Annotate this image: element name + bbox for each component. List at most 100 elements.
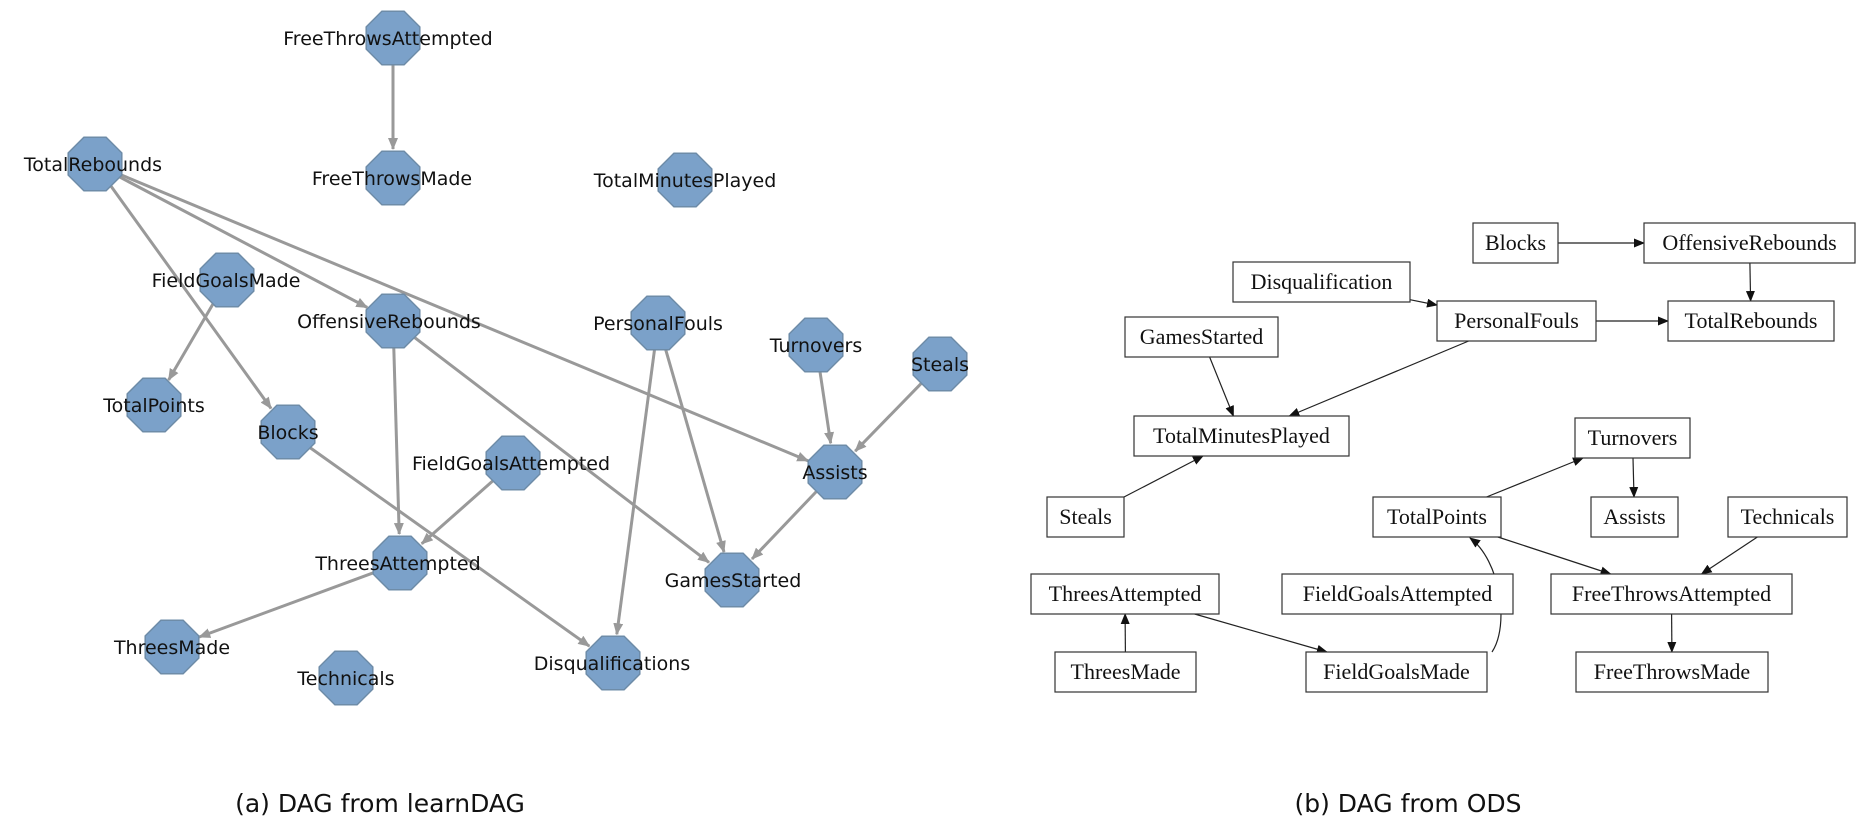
octagon-icon xyxy=(67,136,123,192)
node-a-free-throws-attempted[interactable]: FreeThrowsAttempted xyxy=(283,10,493,66)
edge-b-disqualification-to-personal-fouls xyxy=(1409,298,1438,308)
node-b-field-goals-made[interactable]: FieldGoalsMade xyxy=(1305,651,1488,693)
octagon-icon xyxy=(144,619,200,675)
node-b-total-minutes-played[interactable]: TotalMinutesPlayed xyxy=(1133,415,1350,457)
edge-b-steals-to-total-minutes-played xyxy=(1123,455,1204,498)
node-b-label: ThreesAttempted xyxy=(1049,581,1202,606)
node-b-total-rebounds[interactable]: TotalRebounds xyxy=(1667,300,1835,342)
node-a-label: OffensiveRebounds xyxy=(297,311,481,333)
edge-a-blocks-to-disqualifications xyxy=(309,446,591,648)
rectangle-icon xyxy=(1727,496,1848,538)
node-a-technicals[interactable]: Technicals xyxy=(296,650,395,706)
node-a-label: Turnovers xyxy=(769,335,863,357)
node-a-free-throws-made[interactable]: FreeThrowsMade xyxy=(312,150,472,206)
octagon-icon xyxy=(657,152,713,208)
rectangle-icon xyxy=(1372,496,1502,538)
octagon-icon xyxy=(260,404,316,460)
node-a-total-rebounds[interactable]: TotalRebounds xyxy=(23,136,162,192)
node-a-label: FieldGoalsMade xyxy=(152,270,301,292)
node-b-label: TotalPoints xyxy=(1387,504,1487,529)
octagon-icon xyxy=(585,635,641,691)
node-b-turnovers[interactable]: Turnovers xyxy=(1574,417,1691,459)
node-b-personal-fouls[interactable]: PersonalFouls xyxy=(1436,300,1597,342)
edge-a-turnovers-to-assists xyxy=(818,371,835,445)
rectangle-icon xyxy=(1575,651,1769,693)
edge-a-field-goals-made-to-total-points xyxy=(167,302,215,381)
edge-a-total-rebounds-to-assists xyxy=(119,173,810,463)
node-a-label: Steals xyxy=(911,354,969,376)
node-a-total-minutes-played[interactable]: TotalMinutesPlayed xyxy=(593,152,777,208)
octagon-icon xyxy=(788,317,844,373)
rectangle-icon xyxy=(1472,222,1559,264)
node-a-blocks[interactable]: Blocks xyxy=(257,404,319,460)
node-b-disqualification[interactable]: Disqualification xyxy=(1232,261,1411,303)
rectangle-icon xyxy=(1550,573,1793,615)
edge-b-offensive-rebounds-to-total-rebounds xyxy=(1745,262,1755,302)
panel-b-ods: Blocks OffensiveReboundsDisqualificationP… xyxy=(1030,222,1856,818)
node-b-label: FieldGoalsAttempted xyxy=(1303,581,1492,606)
node-a-turnovers[interactable]: Turnovers xyxy=(769,317,863,373)
edge-b-personal-fouls-to-total-minutes-played xyxy=(1288,340,1469,417)
node-a-label: Disqualifications xyxy=(534,653,690,675)
node-a-steals[interactable]: Steals xyxy=(911,336,969,392)
node-b-label: ThreesMade xyxy=(1071,659,1181,684)
rectangle-icon xyxy=(1574,417,1691,459)
node-a-label: FieldGoalsAttempted xyxy=(412,453,610,475)
edge-a-personal-fouls-to-games-started xyxy=(664,348,726,554)
panel-b-edges xyxy=(1120,238,1758,654)
node-b-steals[interactable]: Steals xyxy=(1046,496,1125,538)
rectangle-icon xyxy=(1281,573,1514,615)
node-a-label: ThreesMade xyxy=(113,637,230,659)
octagon-icon xyxy=(807,444,863,500)
node-a-field-goals-made[interactable]: FieldGoalsMade xyxy=(152,252,301,308)
node-b-label: FieldGoalsMade xyxy=(1323,659,1470,684)
node-b-free-throws-made[interactable]: FreeThrowsMade xyxy=(1575,651,1769,693)
node-b-label: TotalRebounds xyxy=(1685,308,1818,333)
node-a-assists[interactable]: Assists xyxy=(802,444,868,500)
rectangle-icon xyxy=(1667,300,1835,342)
node-a-personal-fouls[interactable]: PersonalFouls xyxy=(593,295,723,351)
edge-b-technicals-to-free-throws-attempted xyxy=(1700,536,1758,575)
edge-a-threes-attempted-to-threes-made xyxy=(198,570,376,639)
node-a-field-goals-attempted[interactable]: FieldGoalsAttempted xyxy=(412,435,610,491)
edge-a-offensive-rebounds-to-games-started xyxy=(413,336,710,564)
rectangle-icon xyxy=(1643,222,1856,264)
node-b-threes-made[interactable]: ThreesMade xyxy=(1054,651,1197,693)
node-b-field-goals-attempted[interactable]: FieldGoalsAttempted xyxy=(1281,573,1514,615)
node-a-label: GamesStarted xyxy=(665,570,802,592)
node-b-threes-attempted[interactable]: ThreesAttempted xyxy=(1030,573,1220,615)
edge-a-steals-to-assists xyxy=(854,382,923,453)
octagon-icon xyxy=(318,650,374,706)
node-a-label: Blocks xyxy=(257,422,318,444)
rectangle-icon xyxy=(1030,573,1220,615)
node-b-label: Blocks xyxy=(1485,230,1546,255)
edge-b-games-started-to-total-minutes-played xyxy=(1209,356,1234,417)
node-b-label: Disqualification xyxy=(1251,269,1393,294)
node-b-total-points[interactable]: TotalPoints xyxy=(1372,496,1502,538)
node-a-label: Technicals xyxy=(296,668,394,690)
node-b-free-throws-attempted[interactable]: FreeThrowsAttempted xyxy=(1550,573,1793,615)
panel-a-edges xyxy=(109,65,923,648)
node-a-threes-made[interactable]: ThreesMade xyxy=(113,619,230,675)
node-a-label: FreeThrowsMade xyxy=(312,168,472,190)
node-b-technicals[interactable]: Technicals xyxy=(1727,496,1848,538)
node-a-disqualifications[interactable]: Disqualifications xyxy=(534,635,690,691)
edge-b-threes-attempted-to-field-goals-made xyxy=(1194,613,1328,654)
node-b-assists[interactable]: Assists xyxy=(1590,496,1679,538)
node-b-games-started[interactable]: GamesStarted xyxy=(1124,316,1279,358)
edge-a-total-rebounds-to-offensive-rebounds xyxy=(118,175,369,309)
edge-a-personal-fouls-to-disqualifications xyxy=(613,349,656,636)
node-a-total-points[interactable]: TotalPoints xyxy=(102,377,205,433)
node-a-offensive-rebounds[interactable]: OffensiveRebounds xyxy=(297,293,481,349)
octagon-icon xyxy=(485,435,541,491)
octagon-icon xyxy=(704,552,760,608)
node-a-games-started[interactable]: GamesStarted xyxy=(665,552,802,608)
node-b-offensive-rebounds[interactable]: OffensiveRebounds xyxy=(1643,222,1856,264)
node-b-label: TotalMinutesPlayed xyxy=(1153,423,1330,448)
node-b-blocks[interactable]: Blocks xyxy=(1472,222,1559,264)
octagon-icon xyxy=(365,150,421,206)
node-a-threes-attempted[interactable]: ThreesAttempted xyxy=(314,535,481,591)
node-a-label: ThreesAttempted xyxy=(314,553,480,575)
octagon-icon xyxy=(912,336,968,392)
